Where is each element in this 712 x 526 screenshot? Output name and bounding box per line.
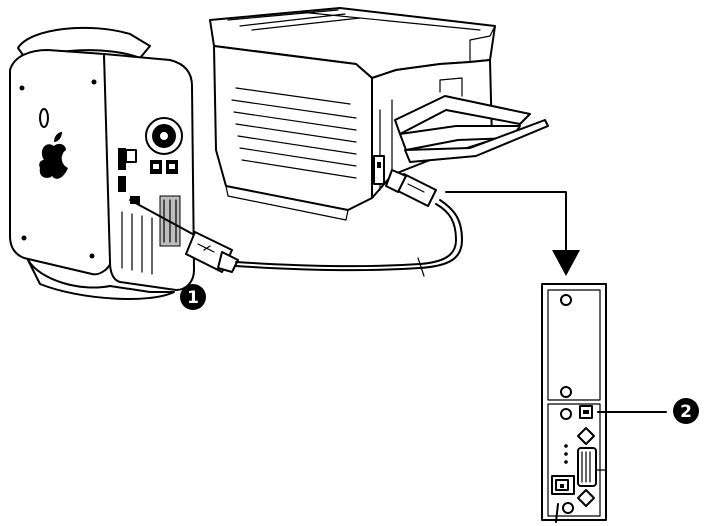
usb-cable xyxy=(129,169,463,277)
callout-2-number: 2 xyxy=(680,402,692,422)
computer-tower xyxy=(9,26,195,300)
callout-1: 1 xyxy=(180,284,206,310)
callout-2: 2 xyxy=(673,398,699,424)
printer xyxy=(209,7,549,221)
interface-panel xyxy=(541,283,667,523)
pointer-arrow xyxy=(445,191,580,276)
callout-1-number: 1 xyxy=(187,288,199,308)
